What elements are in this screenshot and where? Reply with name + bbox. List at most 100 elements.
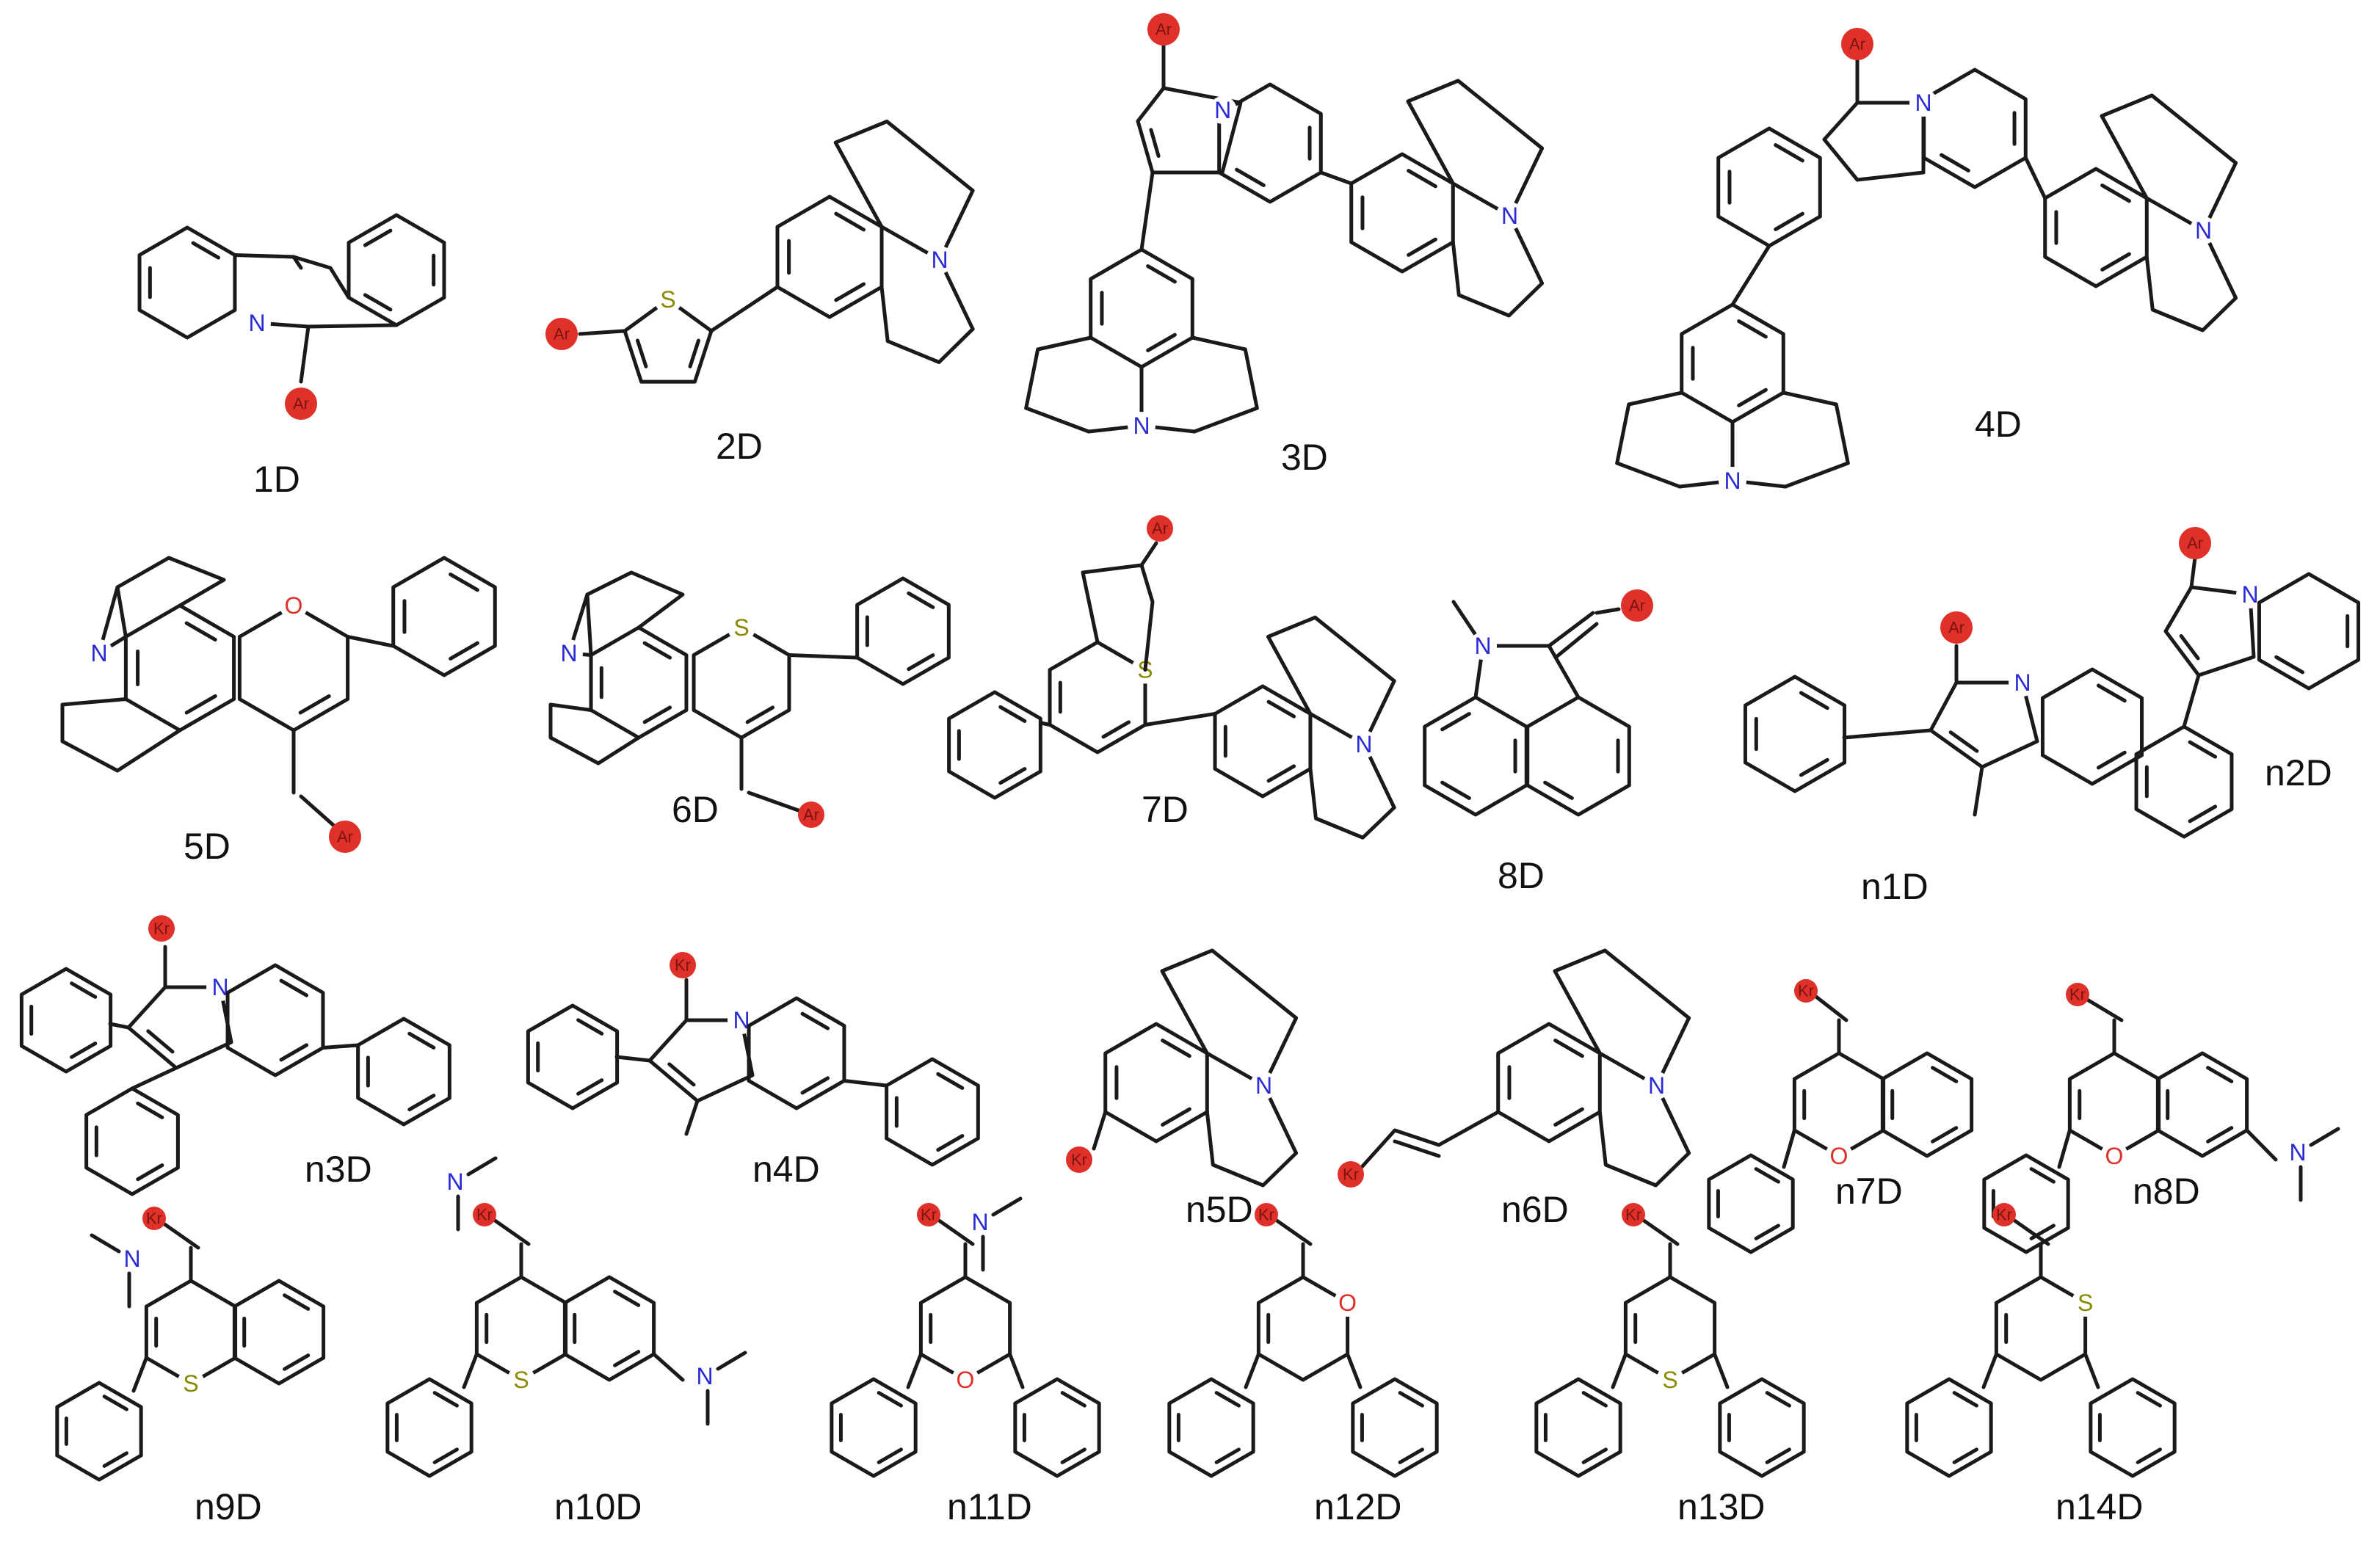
compound-label-2D: 2D — [716, 426, 763, 467]
nitrogen-atom: N — [696, 1363, 713, 1389]
substituent-marker — [142, 1207, 166, 1230]
substituent-label: Kr — [1996, 1206, 2012, 1224]
structure-n6D: N Kr — [1338, 948, 1691, 1188]
atom-background — [1349, 730, 1378, 758]
substituent-marker — [1338, 1161, 1364, 1188]
oxygen-atom: O — [2105, 1143, 2124, 1169]
oxygen-atom: O — [1338, 1290, 1357, 1316]
substituent-label: Ar — [803, 806, 819, 824]
nitrogen-atom: N — [1214, 97, 1231, 123]
compound-label-n9D: n9D — [195, 1486, 262, 1527]
atom-background — [85, 639, 113, 667]
compound-label-n10D: n10D — [554, 1486, 642, 1527]
atom-background — [2284, 1138, 2312, 1166]
nitrogen-atom: N — [2289, 1139, 2306, 1166]
atom-background — [2071, 1289, 2100, 1317]
atom-background — [177, 1370, 205, 1397]
nitrogen-atom: N — [2014, 669, 2031, 696]
compound-label-n2D: n2D — [2265, 752, 2332, 793]
substituent-marker — [1622, 1203, 1645, 1226]
structure-1D: N Ar — [137, 213, 446, 420]
nitrogen-atom: N — [2241, 581, 2258, 608]
structure-8D: N Ar — [1423, 589, 1653, 817]
atom-background — [966, 1208, 994, 1236]
atom-background — [1249, 1072, 1278, 1099]
substituent-label: Ar — [1849, 35, 1865, 54]
nitrogen-atom: N — [1133, 412, 1150, 439]
substituent-label: Kr — [476, 1206, 493, 1224]
substituent-label: Ar — [293, 395, 309, 413]
compound-label-n7D: n7D — [1835, 1171, 1903, 1212]
nitrogen-atom: N — [1648, 1072, 1665, 1099]
atom-background — [243, 309, 271, 337]
atom-background — [2236, 581, 2264, 608]
substituent-label: Kr — [2069, 986, 2086, 1004]
sulfur-atom: S — [660, 286, 675, 313]
atom-background — [1825, 1142, 1853, 1170]
substituent-marker — [1147, 515, 1173, 542]
compound-label-n14D: n14D — [2056, 1486, 2144, 1527]
oxygen-atom: O — [957, 1367, 975, 1393]
structure-2D: S Ar N — [545, 120, 975, 384]
atom-background — [951, 1366, 979, 1394]
atom-background — [1333, 1289, 1362, 1317]
substituent-marker — [1992, 1203, 2016, 1226]
substituent-label: Kr — [1343, 1166, 1359, 1184]
compound-label-n11D: n11D — [947, 1486, 1032, 1527]
compound-label-4D: 4D — [1975, 404, 2022, 445]
structure-n12D: O Kr — [1167, 1203, 1439, 1478]
compound-label-8D: 8D — [1498, 855, 1545, 896]
substituent-marker — [285, 388, 317, 420]
nitrogen-atom: N — [90, 640, 107, 666]
substituent-marker — [670, 952, 696, 978]
compound-label-7D: 7D — [1142, 789, 1189, 830]
substituent-label: Ar — [1948, 619, 1964, 637]
atom-background — [2189, 217, 2218, 244]
structure-n7D: OKr — [1707, 979, 1974, 1254]
atom-background — [280, 592, 308, 619]
compound-label-n12D: n12D — [1314, 1486, 1402, 1527]
compound-label-1D: 1D — [253, 459, 300, 500]
sulfur-atom: S — [2078, 1290, 2093, 1316]
oxygen-atom: O — [285, 592, 303, 619]
substituent-marker — [917, 1203, 940, 1226]
substituent-label: Kr — [1258, 1206, 1274, 1224]
atom-background — [1642, 1072, 1671, 1099]
substituent-label: Kr — [921, 1206, 937, 1224]
atom-background — [926, 246, 954, 274]
substituent-marker — [1255, 1203, 1278, 1226]
nitrogen-atom: N — [1255, 1072, 1272, 1099]
atom-background — [118, 1245, 146, 1273]
nitrogen-atom: N — [248, 310, 265, 336]
substituent-label: Ar — [1629, 597, 1645, 615]
nitrogen-atom: N — [446, 1168, 463, 1195]
nitrogen-atom: N — [931, 247, 948, 273]
compound-label-n1D: n1D — [1861, 866, 1929, 907]
nitrogen-atom: N — [1474, 633, 1491, 659]
compound-label-n8D: n8D — [2133, 1171, 2200, 1212]
compound-label-6D: 6D — [672, 789, 719, 830]
sulfur-atom: S — [1662, 1367, 1677, 1393]
substituent-label: Kr — [146, 1210, 162, 1228]
substituent-marker — [2179, 527, 2211, 559]
compound-label-n6D: n6D — [1501, 1189, 1569, 1230]
structure-n13D: SKr — [1534, 1203, 1806, 1478]
substituent-label: Kr — [1071, 1151, 1087, 1169]
substituent-marker — [1621, 589, 1653, 622]
nitrogen-atom: N — [1355, 731, 1372, 757]
atom-background — [2100, 1142, 2128, 1170]
compound-label-5D: 5D — [184, 826, 231, 867]
substituent-label: Kr — [153, 920, 170, 938]
substituent-label: Ar — [554, 325, 570, 343]
atom-background — [1909, 89, 1937, 117]
substituent-marker — [148, 915, 175, 942]
substituent-label: Ar — [337, 828, 353, 846]
